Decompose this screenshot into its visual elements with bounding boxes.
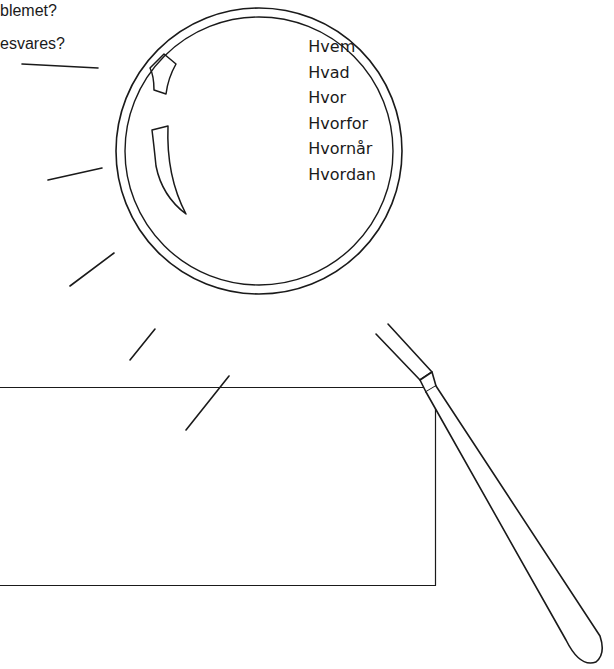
- question-word: Hvornår: [308, 136, 376, 162]
- ray-line: [70, 253, 114, 286]
- question-word: Hvor: [308, 85, 376, 111]
- ray-line: [186, 376, 229, 430]
- question-word: Hvem: [308, 34, 376, 60]
- handle-neck: [376, 324, 432, 380]
- lens-glint: [152, 126, 186, 214]
- question-fragment: esvares?: [0, 34, 65, 54]
- empty-box: [0, 388, 436, 586]
- lens-ring: [125, 17, 393, 285]
- ray-line: [22, 64, 98, 68]
- ray-line: [48, 168, 102, 180]
- question-word: Hvordan: [308, 162, 376, 188]
- magnifier-lens: HvemHvadHvorHvorforHvornårHvordan: [114, 6, 404, 296]
- lens-glint: [150, 54, 176, 94]
- handle: [426, 386, 602, 663]
- question-word: Hvorfor: [308, 111, 376, 137]
- question-fragment: blemet?: [0, 1, 57, 21]
- ray-line: [130, 329, 155, 360]
- lens-ring: [116, 8, 402, 294]
- question-word: Hvad: [308, 60, 376, 86]
